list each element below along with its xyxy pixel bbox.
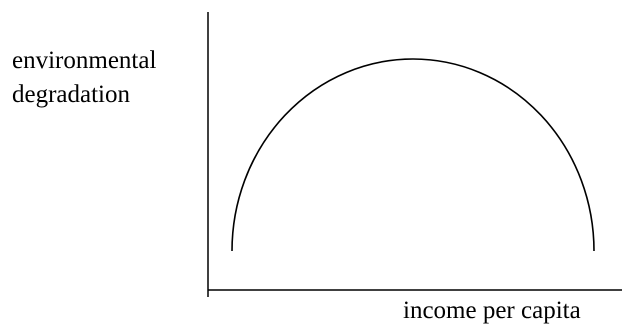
y-axis-label-line2: degradation: [12, 81, 131, 108]
y-axis-label-line1: environmental: [12, 47, 157, 74]
inverted-u-curve: [231, 58, 595, 252]
y-axis-label: environmental degradation: [12, 44, 156, 112]
x-axis-label: income per capita: [403, 297, 581, 324]
